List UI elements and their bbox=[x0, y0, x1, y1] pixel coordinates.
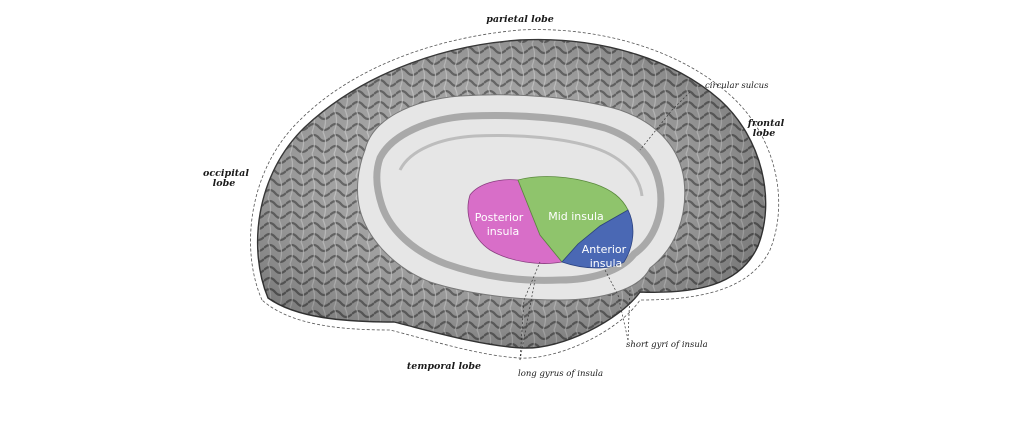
brain-outline bbox=[250, 29, 780, 359]
posterior-insula-label-1: Posterior bbox=[475, 211, 524, 224]
temporal-lobe-label: temporal lobe bbox=[407, 361, 481, 372]
posterior-insula-region bbox=[467, 179, 563, 264]
occipital-lobe-label-2: lobe bbox=[213, 178, 236, 189]
frontal-lobe-label-1: frontal bbox=[747, 118, 785, 129]
posterior-insula-label-2: insula bbox=[487, 225, 520, 238]
anterior-insula-region bbox=[561, 209, 634, 269]
frontal-lobe-label-2: lobe bbox=[753, 128, 776, 139]
long-gyrus-label: long gyrus of insula bbox=[518, 369, 603, 379]
anterior-insula-label-1: Anterior bbox=[582, 243, 627, 256]
short-gyri-label: short gyri of insula bbox=[626, 340, 708, 350]
mid-insula-label: Mid insula bbox=[548, 210, 604, 223]
parietal-lobe-label: parietal lobe bbox=[486, 14, 554, 25]
occipital-lobe-label-1: occipital bbox=[203, 168, 249, 179]
anterior-insula-label-2: insula bbox=[590, 257, 623, 270]
circular-sulcus-label: circular sulcus bbox=[705, 81, 769, 91]
